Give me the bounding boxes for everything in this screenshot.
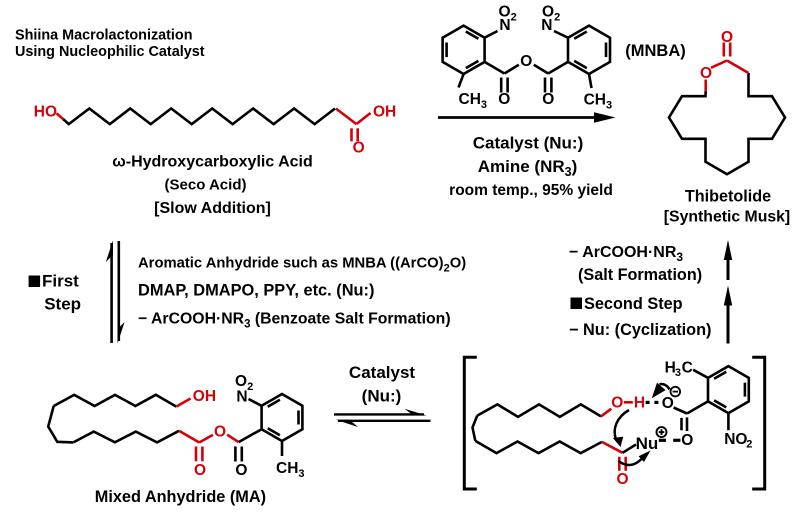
svg-text:NO: NO [724, 431, 747, 448]
svg-text:N: N [236, 389, 247, 406]
svg-text:O: O [542, 91, 554, 108]
svg-text:Using Nucleophilic Catalyst: Using Nucleophilic Catalyst [15, 44, 205, 60]
svg-text:O: O [194, 462, 206, 479]
svg-text:O: O [681, 432, 693, 449]
svg-text:H: H [665, 359, 676, 376]
svg-text:(MNBA): (MNBA) [625, 42, 685, 60]
svg-text:Thibetolide: Thibetolide [685, 188, 771, 206]
svg-text:Amine (NR3​): Amine (NR3​) [478, 157, 578, 179]
svg-text:N: N [499, 17, 510, 34]
svg-text:Step: Step [44, 295, 81, 314]
svg-text:(Salt Formation): (Salt Formation) [578, 266, 702, 284]
svg-text:2: 2 [247, 381, 253, 393]
svg-text:OH: OH [373, 103, 396, 120]
svg-text:(Seco Acid): (Seco Acid) [165, 177, 247, 194]
svg-text:− Nu: (Cyclization): − Nu: (Cyclization) [569, 321, 711, 339]
svg-text:H: H [634, 394, 645, 411]
svg-text:CH: CH [584, 91, 606, 108]
svg-text:[Slow Addition]: [Slow Addition] [154, 200, 271, 217]
svg-text:O: O [721, 29, 733, 46]
svg-text:O: O [616, 471, 628, 488]
svg-text:Catalyst: Catalyst [349, 363, 415, 382]
svg-text:O: O [214, 423, 226, 440]
svg-text:O: O [235, 462, 247, 479]
svg-text:2: 2 [554, 11, 560, 23]
svg-text:O: O [611, 395, 623, 412]
svg-text:3: 3 [481, 99, 487, 111]
svg-text:ω-Hydroxycarboxylic Acid: ω-Hydroxycarboxylic Acid [112, 154, 313, 171]
svg-text:First: First [42, 272, 79, 291]
svg-text:[Synthetic Musk]: [Synthetic Musk] [664, 208, 790, 225]
svg-text:CH: CH [459, 91, 481, 108]
svg-text:O: O [353, 140, 365, 157]
svg-text:CH: CH [276, 460, 298, 477]
svg-text:O: O [662, 395, 674, 412]
svg-text:HO: HO [34, 103, 57, 120]
svg-text:2: 2 [511, 11, 517, 23]
svg-text:O: O [520, 53, 532, 70]
svg-text:O: O [235, 373, 247, 390]
svg-text:− ArCOOH·NR3​: − ArCOOH·NR3​ [569, 244, 683, 264]
svg-text:(Nu:): (Nu:) [362, 387, 402, 406]
svg-text:DMAP, DMAPO, PPY, etc. (Nu:): DMAP, DMAPO, PPY, etc. (Nu:) [138, 282, 374, 300]
svg-text:3: 3 [298, 468, 304, 480]
svg-text:3: 3 [606, 99, 612, 111]
svg-text:O: O [498, 3, 510, 20]
svg-text:Second Step: Second Step [584, 295, 683, 313]
svg-text:O: O [700, 65, 712, 82]
svg-text:N: N [541, 17, 552, 34]
svg-text:Shiina Macrolactonization: Shiina Macrolactonization [15, 28, 193, 44]
svg-text:3: 3 [675, 367, 681, 379]
svg-text:− ArCOOH·NR3​ (Benzoate Salt: − ArCOOH·NR3​ (Benzoate Salt Formation) [138, 311, 451, 331]
svg-text:Nu: Nu [636, 434, 659, 453]
svg-text:OH: OH [193, 388, 216, 405]
svg-text:room temp., 95% yield: room temp., 95% yield [449, 182, 613, 199]
svg-text:Mixed Anhydride (MA): Mixed Anhydride (MA) [95, 488, 266, 506]
svg-text:O: O [498, 91, 510, 108]
svg-text:Catalyst (Nu:): Catalyst (Nu:) [473, 134, 584, 153]
svg-text:Aromatic Anhydride such as MNB: Aromatic Anhydride such as MNBA ((ArCO)2… [138, 256, 466, 275]
svg-text:O: O [542, 3, 554, 20]
svg-text:2: 2 [746, 439, 752, 451]
svg-text:C: C [682, 359, 693, 376]
